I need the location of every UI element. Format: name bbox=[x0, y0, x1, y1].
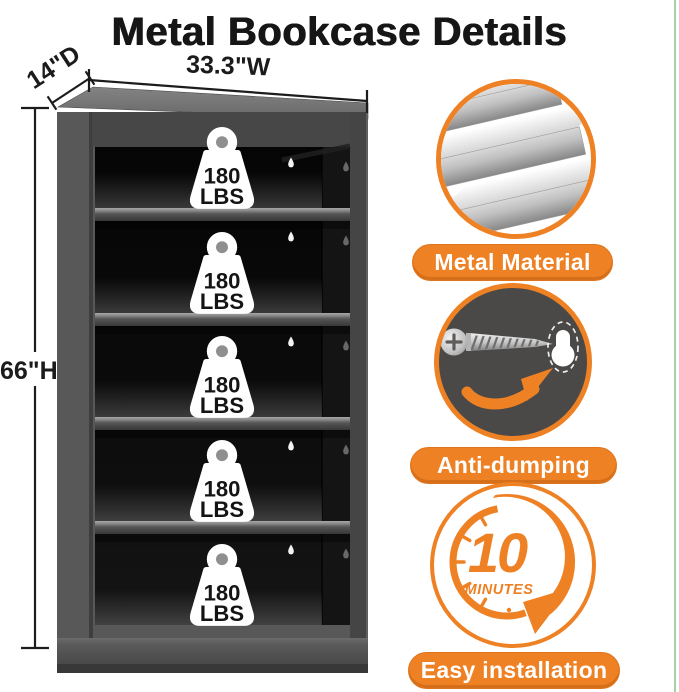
screw-wall-anchor-icon bbox=[440, 321, 579, 410]
svg-text:LBS: LBS bbox=[200, 393, 244, 418]
clock-timer-icon: 10 MINUTES bbox=[449, 493, 576, 634]
right-edge-line bbox=[674, 0, 676, 692]
back-brace-line bbox=[281, 143, 351, 163]
svg-text:LBS: LBS bbox=[200, 184, 244, 209]
steel-shelves-icon bbox=[441, 84, 591, 234]
keyhole-graphic bbox=[547, 321, 579, 373]
width-dimension-label: 33.3"W bbox=[186, 51, 271, 82]
easy-installation-badge: 10 MINUTES bbox=[430, 482, 596, 648]
svg-text:LBS: LBS bbox=[200, 497, 244, 522]
metal-material-label: Metal Material bbox=[412, 244, 613, 281]
screw-graphic bbox=[440, 328, 553, 356]
height-dimension-label: 66"H bbox=[0, 357, 58, 385]
anti-dumping-label: Anti-dumping bbox=[410, 447, 617, 484]
shelf-boards bbox=[95, 208, 350, 534]
svg-text:LBS: LBS bbox=[200, 289, 244, 314]
timer-unit: MINUTES bbox=[465, 582, 534, 598]
svg-text:180: 180 bbox=[204, 164, 241, 189]
svg-text:180: 180 bbox=[204, 373, 241, 398]
svg-text:180: 180 bbox=[204, 477, 241, 502]
cabinet-base bbox=[57, 638, 368, 666]
svg-text:180: 180 bbox=[204, 269, 241, 294]
svg-text:LBS: LBS bbox=[200, 601, 244, 626]
page-title: Metal Bookcase Details bbox=[111, 10, 568, 54]
metal-material-badge bbox=[436, 79, 596, 239]
svg-text:180: 180 bbox=[204, 581, 241, 606]
anti-dumping-badge bbox=[434, 283, 592, 441]
timer-value: 10 bbox=[468, 521, 528, 584]
easy-installation-label: Easy installation bbox=[408, 652, 620, 689]
arrow-icon bbox=[461, 368, 553, 410]
